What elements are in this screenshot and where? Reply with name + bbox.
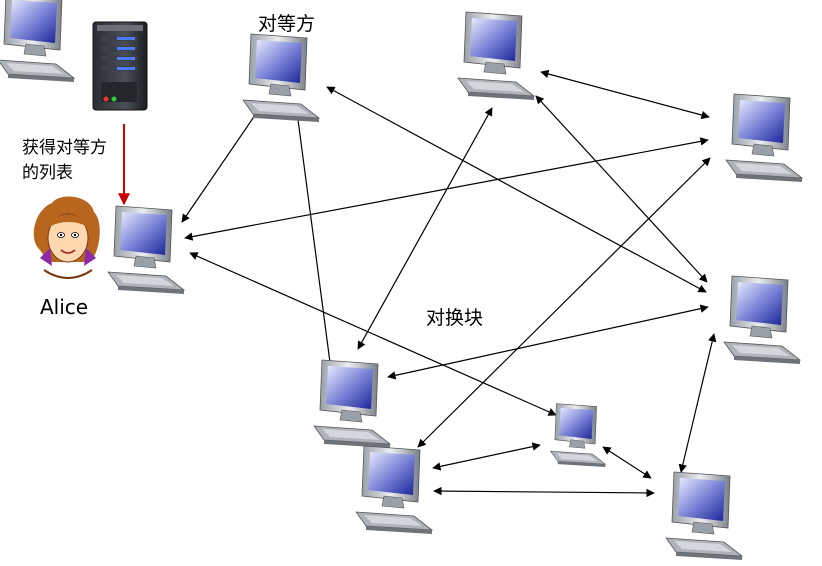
peer-computer-right-mid <box>723 275 801 365</box>
alice-avatar-icon <box>33 196 100 279</box>
link-top-center-right-mid <box>535 95 708 283</box>
link-peer-top-right-mid <box>326 86 707 293</box>
get-peer-list-label: 获得对等方 的列表 <box>22 136 107 186</box>
peer-computer-small <box>550 403 606 468</box>
chunk-exchange-label: 对换块 <box>426 307 484 329</box>
peer-computer-right-top <box>725 93 803 183</box>
link-small-bottom-right <box>602 446 652 479</box>
alice-label: Alice <box>40 295 89 319</box>
peer-computer-top <box>242 33 320 123</box>
computer-template <box>0 0 76 82</box>
peer-computer-mid-left <box>313 359 391 449</box>
connection-arrows <box>181 69 717 498</box>
link-top-center-right-top <box>540 69 710 120</box>
get-peer-list-line-1: 获得对等方 <box>22 138 107 158</box>
link-bottom-left-bottom-right <box>433 486 655 498</box>
link-bottom-left-right-top <box>417 157 711 448</box>
link-right-mid-bottom-right <box>678 333 717 473</box>
peer-computer-bottom-left <box>355 445 433 535</box>
peer-computer-bottom-right <box>665 471 743 561</box>
get-peer-list-line-2: 的列表 <box>22 163 73 183</box>
peer-computer-top-center <box>457 11 535 101</box>
alice-computer <box>107 205 185 295</box>
tracker-server-icon <box>92 21 148 111</box>
link-bottom-left-small <box>432 442 541 471</box>
link-peer-top-mid-left <box>293 111 335 371</box>
peer-label: 对等方 <box>258 13 316 35</box>
link-alice-peer-top <box>181 104 263 223</box>
